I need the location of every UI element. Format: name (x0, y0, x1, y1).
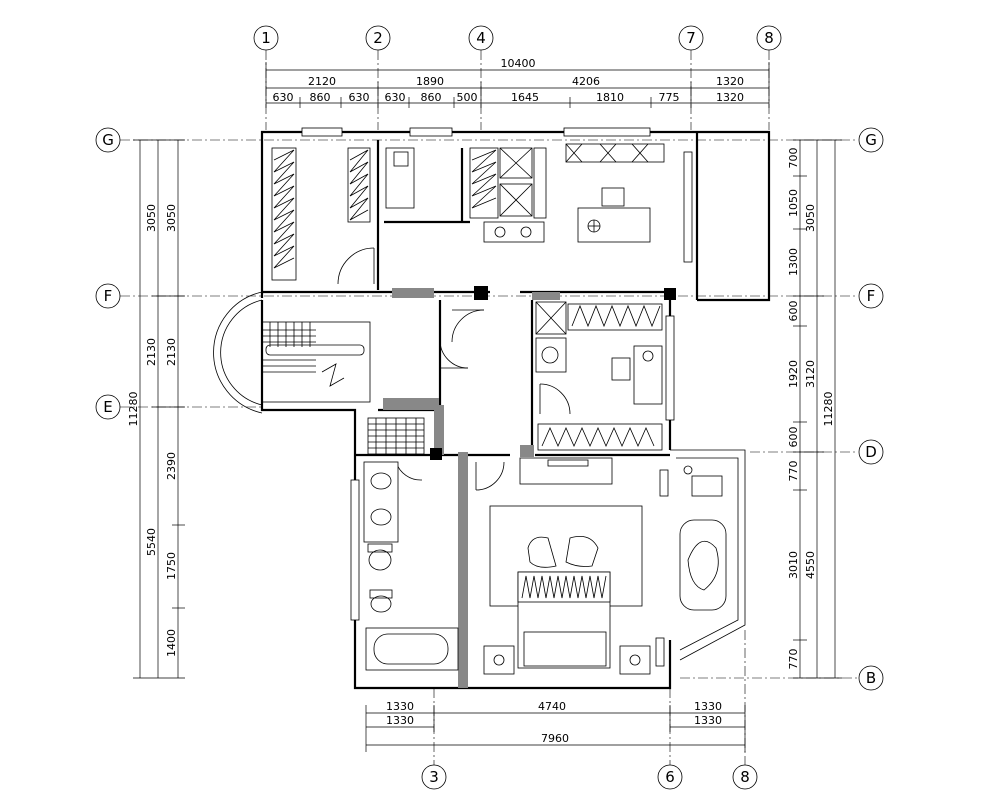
dim-right-mid: 3120 (804, 360, 817, 388)
dim-left-mid: 3050 (145, 204, 158, 232)
dim-right-inner: 600 (787, 301, 800, 322)
dim-top-row2: 1890 (416, 75, 444, 88)
axis-label-left: F (104, 287, 113, 305)
study-room (565, 143, 693, 263)
axis-label-right: D (865, 443, 877, 461)
dim-top-row3: 1320 (716, 91, 744, 104)
dim-left-outer: 11280 (127, 392, 140, 427)
axis-label-right: G (865, 131, 877, 149)
dimensions-right: 11280 3050 3120 4550 700 1050 1300 600 1… (787, 139, 842, 679)
dim-right-inner: 770 (787, 461, 800, 482)
dim-top-row3: 500 (457, 91, 478, 104)
axis-label-top: 2 (373, 29, 383, 47)
middle-room (535, 301, 663, 451)
dim-right-inner: 1300 (787, 248, 800, 276)
dim-top-row3: 630 (385, 91, 406, 104)
dim-top-row3: 1645 (511, 91, 539, 104)
dim-left-inner: 3050 (165, 204, 178, 232)
dim-top-row3: 1810 (596, 91, 624, 104)
dimensions-top: 10400 2120 1890 4206 1320 630 860 630 63… (265, 57, 770, 108)
axis-label-top: 8 (764, 29, 774, 47)
dim-top-row3: 630 (349, 91, 370, 104)
dim-left-mid: 5540 (145, 528, 158, 556)
dim-left-inner: 2130 (165, 338, 178, 366)
dim-top-total: 10400 (501, 57, 536, 70)
dim-right-inner: 1050 (787, 189, 800, 217)
dim-top-row2: 2120 (308, 75, 336, 88)
axis-label-top: 1 (261, 29, 271, 47)
interior-walls (262, 140, 676, 688)
dim-left-inner: 2390 (165, 452, 178, 480)
wardrobe-room (271, 147, 371, 281)
axis-label-bottom: 6 (665, 768, 675, 786)
dim-bottom-row2: 1330 (386, 714, 414, 727)
dim-right-inner: 700 (787, 148, 800, 169)
axis-label-left: G (102, 131, 114, 149)
dim-top-row3: 860 (421, 91, 442, 104)
axis-label-bottom: 3 (429, 768, 439, 786)
dim-right-outer: 11280 (822, 392, 835, 427)
dim-bottom-row1: 1330 (386, 700, 414, 713)
dim-top-row2: 4206 (572, 75, 600, 88)
dim-bottom-row2: 1330 (694, 714, 722, 727)
dim-right-inner: 770 (787, 649, 800, 670)
dim-top-row3: 630 (273, 91, 294, 104)
axis-bubbles-bottom: 3 6 8 (421, 764, 758, 790)
dim-left-inner: 1750 (165, 552, 178, 580)
doors (337, 247, 571, 491)
dim-bottom-row1: 1330 (694, 700, 722, 713)
dim-right-inner: 1920 (787, 360, 800, 388)
stair-curved-bay (213, 291, 371, 414)
dimensions-bottom: 1330 4740 1330 1330 1330 7960 (365, 700, 746, 752)
axis-label-top: 7 (686, 29, 696, 47)
dim-right-inner: 600 (787, 427, 800, 448)
dimensions-left: 11280 3050 2130 5540 3050 2130 2390 1750… (127, 139, 185, 679)
axis-label-bottom: 8 (740, 768, 750, 786)
dim-left-mid: 2130 (145, 338, 158, 366)
axis-label-right: B (866, 669, 876, 687)
bathroom (363, 417, 459, 671)
dim-right-mid: 4550 (804, 551, 817, 579)
closet-room (385, 147, 547, 243)
axis-bubbles-top: 1 2 4 7 8 (253, 25, 782, 51)
dim-right-inner: 3010 (787, 551, 800, 579)
axis-label-right: F (867, 287, 876, 305)
axis-bubbles-left: G F E (95, 127, 121, 420)
dim-top-row3: 860 (310, 91, 331, 104)
axis-label-top: 4 (476, 29, 486, 47)
dim-top-row2: 1320 (716, 75, 744, 88)
balcony-lounge (655, 465, 727, 667)
axis-bubbles-right: G F D B (858, 127, 884, 691)
master-bedroom (483, 457, 651, 675)
dim-left-inner: 1400 (165, 629, 178, 657)
windows (301, 127, 675, 621)
dim-bottom-row1: 4740 (538, 700, 566, 713)
dim-bottom-total: 7960 (541, 732, 569, 745)
dim-top-row3: 775 (659, 91, 680, 104)
dim-right-mid: 3050 (804, 204, 817, 232)
axis-label-left: E (103, 398, 112, 416)
